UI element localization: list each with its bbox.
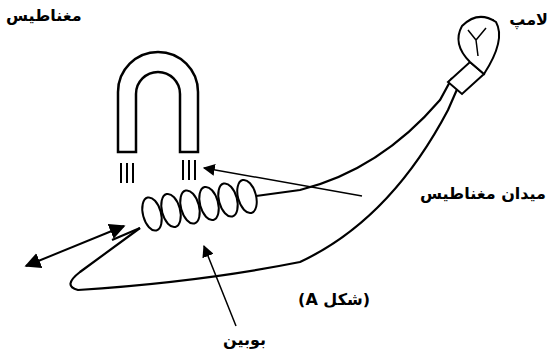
lamp-leader	[492, 19, 494, 21]
field-leader	[204, 168, 362, 196]
part-label: لامپ	[507, 10, 550, 29]
part-label: مغناطیس	[4, 6, 84, 25]
lamp	[448, 17, 499, 94]
coil-turn	[234, 178, 260, 216]
coil-windings	[139, 178, 260, 233]
figure-caption: (شکل A)	[296, 290, 372, 309]
wire-frame	[70, 78, 462, 290]
field-lines	[121, 160, 195, 183]
horseshoe-magnet	[118, 52, 198, 152]
bobbin-leader	[204, 246, 236, 326]
motion-arrow	[26, 226, 124, 266]
part-label: میدان مغناطیس	[418, 184, 548, 203]
part-label: بوبین	[221, 330, 268, 349]
